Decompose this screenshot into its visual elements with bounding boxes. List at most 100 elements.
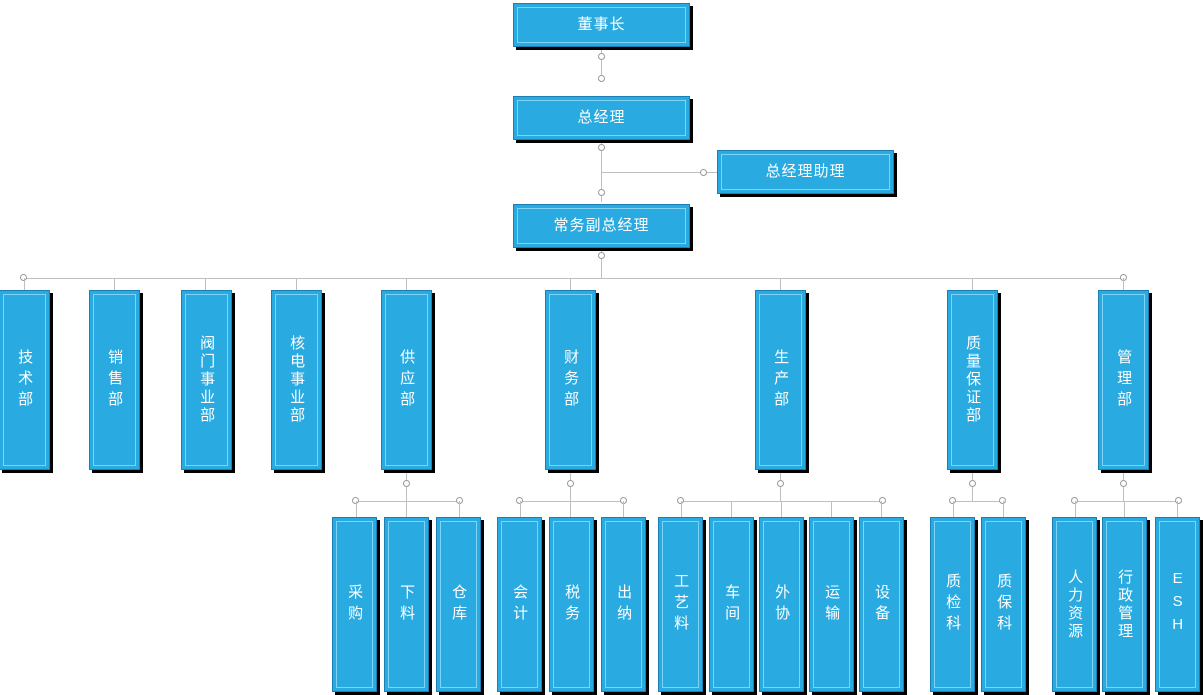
connector-sub-leg [781,501,782,517]
connector-dot [598,252,605,259]
connector-dot [403,480,410,487]
connector-dot [1175,497,1182,504]
node-label: 管理部 [1115,348,1133,412]
node-label: 供应部 [398,348,416,412]
connector-dept-drop [296,278,297,290]
connector-dept-drop [972,278,973,290]
connector-sub-leg [1003,501,1004,517]
node-label: 总经理助理 [765,163,846,181]
connector-sub-leg [953,501,954,517]
connector-dept-drop [1123,278,1124,290]
connector-dot [777,480,784,487]
node-sub-renliziyuan[interactable]: 人力资源 [1052,517,1097,692]
connector-dot [352,497,359,504]
connector-sub-leg [1075,501,1076,517]
connector-dot [949,497,956,504]
node-label: 核电事业部 [288,335,306,425]
node-sub-xingzhengguanli[interactable]: 行政管理 [1102,517,1147,692]
connector-sub-leg [406,501,407,517]
connector-sub-leg [731,501,732,517]
node-label: 车间 [723,583,741,626]
node-sub-zhijianke[interactable]: 质检科 [930,517,975,692]
node-department-caiwubu[interactable]: 财务部 [545,290,596,470]
node-department-xiaoshoubu[interactable]: 销售部 [89,290,140,470]
node-label: 工艺料 [672,573,690,636]
node-sub-caigou[interactable]: 采购 [332,517,377,692]
connector-sub-leg [356,501,357,517]
node-department-zhiliangbaozhengbu[interactable]: 质量保证部 [947,290,998,470]
node-label: 仓库 [450,583,468,626]
connector-sub-leg [570,501,571,517]
node-sub-cangku[interactable]: 仓库 [436,517,481,692]
connector-dept-drop [114,278,115,290]
connector-dept-drop [205,278,206,290]
connector-dot [598,144,605,151]
connector-dept-drop [24,278,25,290]
node-label: 生产部 [772,348,790,412]
node-label: 运输 [823,583,841,626]
connector-sub-bus [681,501,883,502]
node-sub-yunshu[interactable]: 运输 [809,517,854,692]
connector-dot [598,53,605,60]
connector-deputy-bus [601,250,602,278]
node-label: 行政管理 [1116,568,1134,641]
node-label: 财务部 [562,348,580,412]
connector-sub-bus [520,501,624,502]
node-sub-shebei[interactable]: 设备 [859,517,904,692]
node-sub-chuna[interactable]: 出纳 [601,517,646,692]
connector-department-bus [24,278,1124,279]
connector-dot [567,480,574,487]
connector-sub-leg [831,501,832,517]
node-department-hedianshiyebu[interactable]: 核电事业部 [271,290,322,470]
connector-sub-leg [520,501,521,517]
node-label: ESH [1169,570,1187,639]
connector-sub-leg [623,501,624,517]
node-label: 质保科 [995,573,1013,636]
node-sub-shuiwu[interactable]: 税务 [549,517,594,692]
node-deputy-general-manager[interactable]: 常务副总经理 [513,204,690,248]
node-label: 人力资源 [1066,568,1084,641]
connector-dept-drop [780,278,781,290]
node-label: 下料 [398,583,416,626]
node-gm-assistant[interactable]: 总经理助理 [717,150,894,194]
node-label: 会计 [511,583,529,626]
node-sub-kuaiji[interactable]: 会计 [497,517,542,692]
connector-sub-bus [356,501,460,502]
connector-dot [700,169,707,176]
node-label: 技术部 [16,348,34,412]
node-department-famenshiyebu[interactable]: 阀门事业部 [181,290,232,470]
node-sub-zhibaoke[interactable]: 质保科 [981,517,1026,692]
node-sub-cheijian[interactable]: 车间 [709,517,754,692]
connector-dot [1120,480,1127,487]
node-label: 设备 [873,583,891,626]
connector-dot [598,75,605,82]
node-sub-esh[interactable]: ESH [1155,517,1200,692]
connector-dot [677,497,684,504]
node-department-jishubu[interactable]: 技术部 [0,290,50,470]
node-label: 税务 [563,583,581,626]
node-label: 董事长 [577,16,626,34]
node-label: 质量保证部 [964,335,982,425]
node-sub-gongyiliao[interactable]: 工艺料 [658,517,703,692]
node-department-gongyingbu[interactable]: 供应部 [381,290,432,470]
node-chairman[interactable]: 董事长 [513,3,690,47]
connector-dot [20,274,27,281]
node-label: 外协 [773,583,791,626]
connector-sub-bus [1075,501,1179,502]
connector-gm-assistant [601,172,717,173]
node-label: 总经理 [577,109,626,127]
node-label: 出纳 [615,583,633,626]
node-label: 常务副总经理 [553,217,650,235]
node-general-manager[interactable]: 总经理 [513,96,690,140]
node-sub-xialiao[interactable]: 下料 [384,517,429,692]
node-sub-waixie[interactable]: 外协 [759,517,804,692]
connector-chairman-gm [601,50,602,82]
node-label: 质检科 [944,573,962,636]
node-department-shengchanbu[interactable]: 生产部 [755,290,806,470]
connector-dot [969,480,976,487]
connector-dot [999,497,1006,504]
node-department-guanlibu[interactable]: 管理部 [1098,290,1149,470]
connector-dot [879,497,886,504]
connector-dept-drop [406,278,407,290]
